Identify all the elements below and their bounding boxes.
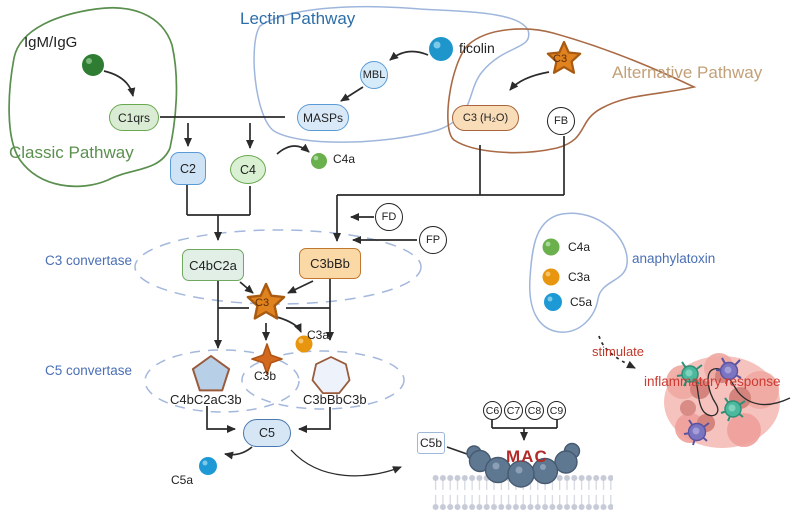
ana-c3a-sphere bbox=[542, 268, 560, 286]
ana-c5a-sphere bbox=[544, 293, 562, 311]
arrow-c4-to-c4a bbox=[276, 143, 310, 155]
c5b-node: C5b bbox=[417, 432, 445, 454]
c5a-label: C5a bbox=[171, 473, 194, 487]
c3bbbc3b-heptagon bbox=[311, 356, 351, 395]
arrow-c5-to-c5a bbox=[224, 446, 253, 460]
c2-node: C2 bbox=[170, 152, 206, 185]
c7-node: C7 bbox=[504, 401, 523, 420]
c3-convertase-label: C3 convertase bbox=[45, 253, 133, 268]
arrow-ficolin-to-mbl bbox=[389, 50, 429, 61]
igm-igg-label: IgM/IgG bbox=[24, 34, 78, 51]
lectin-pathway-title: Lectin Pathway bbox=[240, 9, 356, 28]
c1qrs-node: C1qrs bbox=[109, 104, 159, 131]
fd-node: FD bbox=[375, 203, 403, 231]
stimulate-label: stimulate bbox=[592, 344, 645, 359]
c4a-sphere bbox=[311, 153, 327, 169]
arrow-c3-to-c3a bbox=[276, 316, 302, 333]
stimulate-arrow bbox=[598, 335, 636, 369]
anaphylatoxin-title: anaphylatoxin bbox=[632, 251, 716, 266]
c3-star-label: C3 bbox=[255, 297, 270, 309]
mac-label: MAC bbox=[506, 447, 548, 466]
arrow-c3-to-c3h2o bbox=[509, 71, 550, 91]
c3-star-alt-label: C3 bbox=[553, 53, 568, 65]
fp-node: FP bbox=[419, 226, 447, 254]
c4bc2a-node: C4bC2a bbox=[182, 249, 244, 281]
c9-node: C9 bbox=[547, 401, 566, 420]
arrow-igm-to-c1qrs bbox=[103, 70, 136, 97]
mbl-node: MBL bbox=[360, 61, 388, 89]
classic-pathway-title: Classic Pathway bbox=[9, 143, 134, 162]
arrow-c5-to-c5b bbox=[290, 449, 402, 477]
anaphylatoxin-blob bbox=[528, 212, 628, 333]
c3a-label: C3a bbox=[307, 328, 330, 342]
alternative-pathway-blob bbox=[447, 28, 697, 154]
ana-c4a-sphere bbox=[542, 238, 560, 256]
c4-node: C4 bbox=[230, 155, 266, 184]
masps-node: MASPs bbox=[297, 104, 349, 131]
c3-star-central bbox=[246, 282, 286, 320]
c6-node: C6 bbox=[483, 401, 502, 420]
alternative-pathway-title: Alternative Pathway bbox=[612, 63, 763, 82]
inflammatory-response-cells bbox=[664, 353, 791, 448]
c5-convertase-ellipse-right bbox=[241, 350, 405, 410]
ana-c5a-label: C5a bbox=[570, 295, 593, 309]
igm-sphere bbox=[82, 54, 104, 76]
ficolin-label: ficolin bbox=[459, 40, 495, 56]
lectin-pathway-blob bbox=[253, 5, 530, 143]
c4a-label: C4a bbox=[333, 152, 356, 166]
c3-star-alternative bbox=[546, 40, 582, 74]
c5-convertase-ellipse-left bbox=[144, 349, 300, 413]
c3bbb-node: C3bBb bbox=[299, 248, 361, 279]
c5-convertase-label: C5 convertase bbox=[45, 363, 133, 378]
c3-h2o-node: C3 (H₂O) bbox=[452, 105, 519, 131]
classic-pathway-blob bbox=[8, 6, 178, 188]
c5a-sphere bbox=[199, 457, 217, 475]
c5-node: C5 bbox=[243, 419, 291, 447]
ana-c4a-label: C4a bbox=[568, 240, 591, 254]
arrow-mbl-to-masps bbox=[340, 86, 364, 102]
c4bc2ac3b-label: C4bC2aC3b bbox=[170, 392, 242, 407]
mac-complex bbox=[466, 442, 581, 488]
ficolin-sphere bbox=[429, 37, 453, 61]
c3-convertase-ellipse bbox=[134, 229, 422, 305]
c3b-label: C3b bbox=[254, 369, 277, 383]
c3b-star bbox=[251, 343, 283, 375]
ana-c3a-label: C3a bbox=[568, 270, 591, 284]
c8-node: C8 bbox=[525, 401, 544, 420]
inflammatory-response-label: inflammatory response bbox=[644, 374, 781, 389]
small-spheres bbox=[82, 37, 562, 475]
c4bc2ac3b-pentagon bbox=[191, 355, 231, 392]
c3bbbc3b-label: C3bBbC3b bbox=[303, 392, 367, 407]
fb-node: FB bbox=[547, 107, 575, 135]
